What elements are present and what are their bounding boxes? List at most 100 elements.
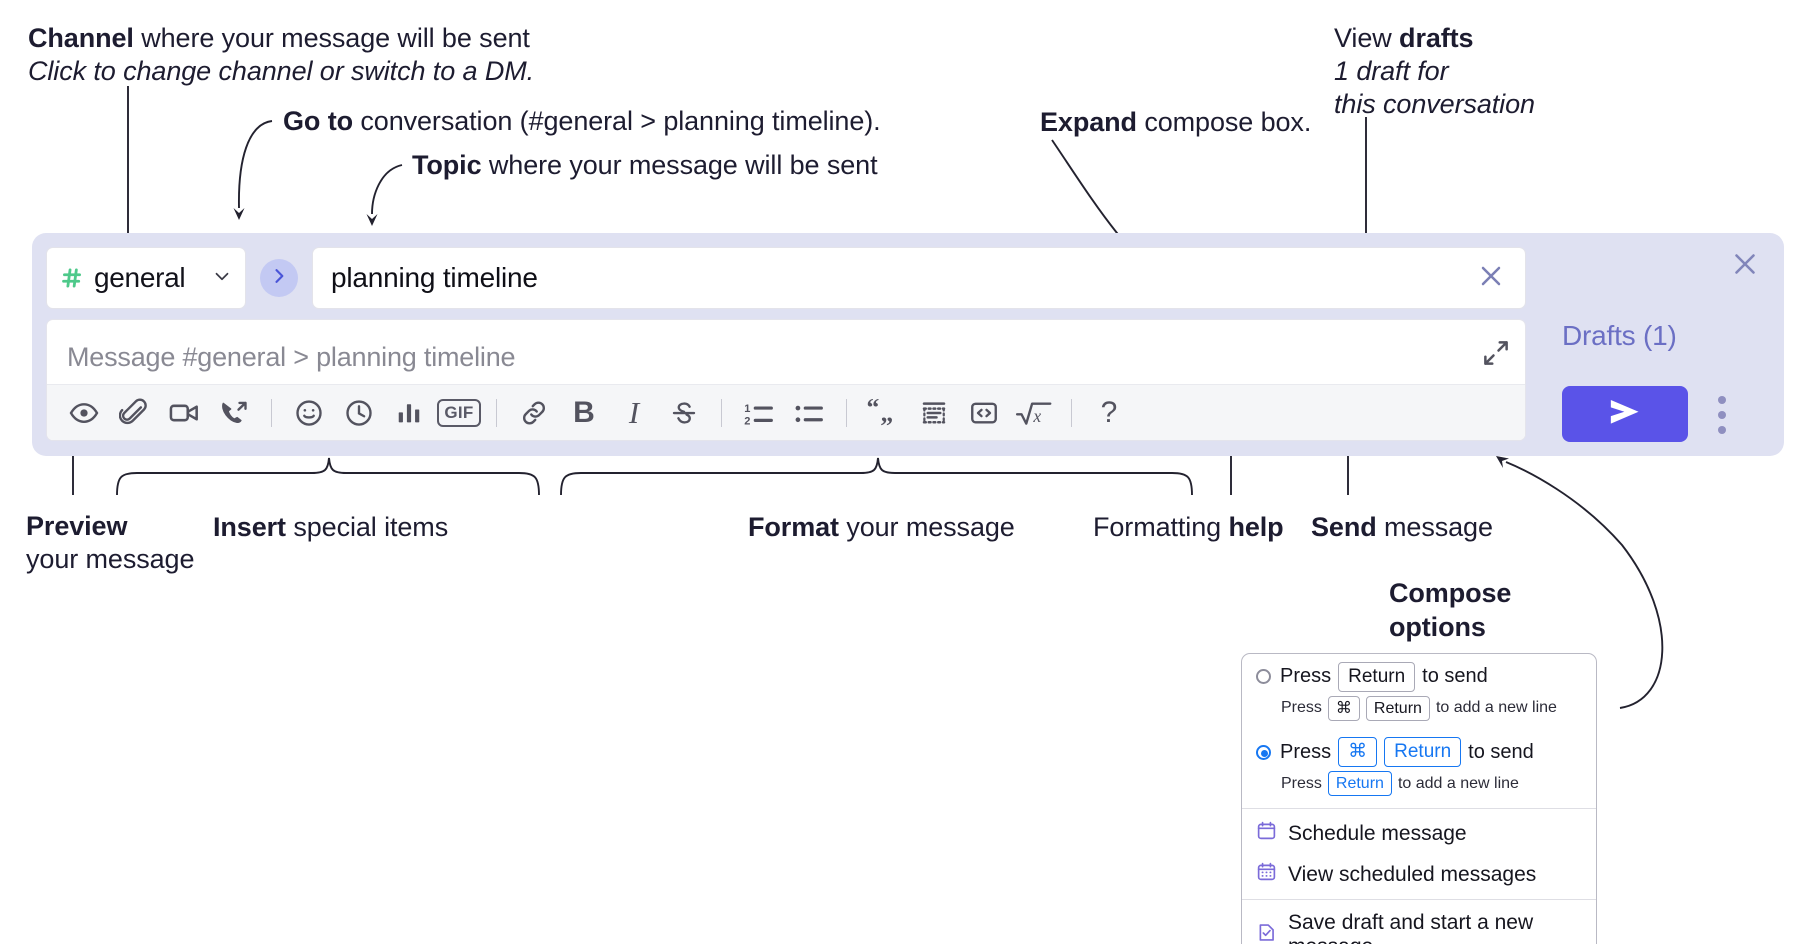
divider xyxy=(1242,808,1596,810)
to-send-text: to send xyxy=(1468,740,1534,763)
formatting-toolbar: GIF B I xyxy=(47,384,1525,440)
annotation-expand: Expand compose box. xyxy=(1040,106,1311,139)
press-text: Press xyxy=(1280,740,1332,763)
chevron-right-icon xyxy=(269,266,289,291)
send-button[interactable] xyxy=(1562,386,1688,442)
compose-panel: general planning timeline xyxy=(32,233,1784,456)
compose-left-section: general planning timeline xyxy=(32,233,1544,456)
emoji-icon[interactable] xyxy=(284,390,334,436)
annotation-channel-bold: Channel xyxy=(28,23,134,53)
svg-text:x: x xyxy=(1032,405,1041,425)
annotation-channel: Channel where your message will be sent … xyxy=(28,22,534,88)
annotation-drafts-prefix: View xyxy=(1334,23,1400,53)
radio-return[interactable] xyxy=(1256,669,1271,685)
italic-label: I xyxy=(628,394,640,430)
strikethrough-icon[interactable] xyxy=(659,390,709,436)
attachment-icon[interactable] xyxy=(109,390,159,436)
compose-options-menu: Press Return to send Press ⌘ Return to a… xyxy=(1241,653,1597,944)
annotation-format-rest: your message xyxy=(838,512,1015,542)
close-icon[interactable] xyxy=(1475,260,1507,297)
send-option-return-sub: Press ⌘ Return to add a new line xyxy=(1242,694,1596,730)
annotation-preview-bold: Preview xyxy=(26,511,128,541)
new-line-text: to add a new line xyxy=(1435,699,1557,717)
menu-item-schedule-message[interactable]: Schedule message xyxy=(1242,813,1596,854)
annotation-expand-bold: Expand xyxy=(1040,107,1137,137)
math-icon[interactable]: x xyxy=(1009,390,1059,436)
key-command: ⌘ xyxy=(1327,695,1360,722)
annotation-compose-options-bold2: options xyxy=(1389,612,1486,643)
annotation-compose-options-bold1: Compose xyxy=(1389,578,1512,608)
code-icon[interactable] xyxy=(959,390,1009,436)
channel-selector[interactable]: general xyxy=(46,247,246,309)
chevron-down-icon xyxy=(211,265,233,292)
annotation-send: Send message xyxy=(1311,511,1493,544)
gif-icon[interactable]: GIF xyxy=(434,390,484,436)
send-option-return[interactable]: Press Return to send xyxy=(1242,654,1596,694)
kebab-menu-icon[interactable] xyxy=(1712,396,1732,434)
svg-text:2: 2 xyxy=(744,415,750,427)
call-icon[interactable] xyxy=(209,390,259,436)
poll-icon[interactable] xyxy=(384,390,434,436)
formatting-help-icon[interactable]: ? xyxy=(1084,390,1134,436)
link-icon[interactable] xyxy=(509,390,559,436)
annotation-topic-bold: Topic xyxy=(412,150,482,180)
kebab-dot xyxy=(1718,426,1726,434)
ordered-list-icon[interactable]: 1 2 xyxy=(734,390,784,436)
press-text: Press xyxy=(1280,665,1332,688)
drafts-link[interactable]: Drafts (1) xyxy=(1562,320,1677,351)
annotation-channel-rest: where your message will be sent xyxy=(133,23,530,53)
radio-cmd-return[interactable] xyxy=(1256,744,1271,760)
spoiler-icon[interactable] xyxy=(909,390,959,436)
annotation-drafts-italic1: 1 draft for xyxy=(1334,55,1449,86)
key-return: Return xyxy=(1338,662,1416,692)
italic-icon[interactable]: I xyxy=(609,390,659,436)
svg-text:„: „ xyxy=(881,399,894,427)
topic-input[interactable]: planning timeline xyxy=(331,262,538,293)
topic-input-wrapper[interactable]: planning timeline xyxy=(312,247,1526,309)
separator xyxy=(271,398,272,427)
kebab-dot xyxy=(1718,411,1726,419)
annotation-topic: Topic where your message will be sent xyxy=(412,149,878,182)
calendar-grid-icon xyxy=(1256,861,1277,888)
annotation-topic-rest: where your message will be sent xyxy=(481,150,878,180)
annotation-send-bold: Send xyxy=(1311,512,1377,542)
menu-item-view-scheduled-messages[interactable]: View scheduled messages xyxy=(1242,854,1596,895)
press-text: Press xyxy=(1281,774,1322,792)
annotation-drafts: View drafts 1 draft for this conversatio… xyxy=(1334,22,1535,121)
send-option-cmd-return-sub: Press Return to add a new line xyxy=(1242,769,1596,805)
annotation-drafts-bold: drafts xyxy=(1399,23,1474,53)
gif-label: GIF xyxy=(437,398,481,427)
send-option-cmd-return-label: Press ⌘ Return to send xyxy=(1280,737,1534,767)
separator xyxy=(1071,398,1072,427)
go-to-conversation-button[interactable] xyxy=(260,259,298,297)
preview-icon[interactable] xyxy=(59,390,109,436)
compose-right-rail: Drafts (1) xyxy=(1544,233,1784,456)
annotation-preview: Preview your message xyxy=(26,510,194,576)
annotation-expand-rest: compose box. xyxy=(1136,107,1312,137)
divider xyxy=(1242,899,1596,901)
close-icon[interactable] xyxy=(1728,247,1762,286)
kebab-dot xyxy=(1718,396,1726,404)
calendar-clock-icon xyxy=(1256,820,1277,847)
to-send-text: to send xyxy=(1422,665,1488,688)
message-input-area[interactable]: Message #general > planning timeline xyxy=(46,319,1526,441)
channel-name: general xyxy=(94,262,186,293)
menu-item-label: Save draft and start a new message xyxy=(1288,911,1534,944)
key-return: Return xyxy=(1327,770,1392,797)
separator xyxy=(496,398,497,427)
separator xyxy=(721,398,722,427)
video-icon[interactable] xyxy=(159,390,209,436)
bold-label: B xyxy=(573,395,595,429)
annotation-send-rest: message xyxy=(1376,512,1493,542)
send-option-cmd-return[interactable]: Press ⌘ Return to send xyxy=(1242,729,1596,769)
quote-icon[interactable]: “ „ xyxy=(859,390,909,436)
send-icon xyxy=(1605,396,1645,433)
clock-icon[interactable] xyxy=(334,390,384,436)
bold-icon[interactable]: B xyxy=(559,390,609,436)
bulleted-list-icon[interactable] xyxy=(784,390,834,436)
svg-text:1: 1 xyxy=(744,402,750,414)
expand-icon[interactable] xyxy=(1481,338,1511,373)
menu-item-save-draft[interactable]: Save draft and start a new message xyxy=(1242,904,1596,944)
key-return: Return xyxy=(1365,695,1430,722)
message-input[interactable]: Message #general > planning timeline xyxy=(67,342,516,372)
